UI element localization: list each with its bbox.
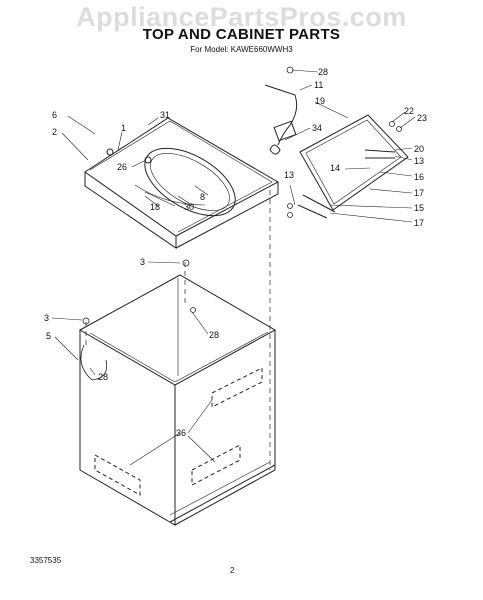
- hardware: [82, 66, 402, 325]
- callout-5: 5: [46, 331, 51, 341]
- callout-26: 26: [117, 162, 127, 172]
- callout-3-left: 3: [44, 313, 49, 323]
- callout-18: 18: [150, 202, 160, 212]
- document-code: 3357535: [30, 556, 62, 565]
- callout-13-left: 13: [284, 170, 294, 180]
- callout-13-right: 13: [414, 156, 424, 166]
- callout-1: 1: [121, 123, 126, 133]
- alignment-lines: [85, 190, 271, 470]
- callout-30: 30: [184, 202, 194, 212]
- callout-labels: 28 11 19 22 23 6 31 1 34 2 20 13 26 14 1…: [44, 67, 427, 438]
- callout-31: 31: [160, 110, 170, 120]
- callout-15: 15: [414, 203, 424, 213]
- callout-34: 34: [312, 123, 322, 133]
- callout-28-middle: 28: [209, 330, 219, 340]
- callout-19: 19: [315, 96, 325, 106]
- cabinet-top-panel: [84, 117, 280, 249]
- callout-3-top: 3: [140, 257, 145, 267]
- cabinet-box: [78, 274, 277, 526]
- callout-11: 11: [314, 80, 323, 90]
- callout-22: 22: [404, 106, 414, 116]
- callout-20: 20: [414, 144, 424, 154]
- lid-switch-harness: [264, 84, 298, 155]
- diagram-title: TOP AND CABINET PARTS: [142, 26, 341, 43]
- callout-28-lower: 28: [98, 372, 108, 382]
- callout-36: 36: [176, 428, 186, 438]
- callout-23: 23: [417, 113, 427, 123]
- cabinet-clip: [80, 344, 108, 381]
- callout-14: 14: [330, 163, 340, 173]
- page-number: 2: [230, 566, 235, 575]
- callout-8: 8: [200, 192, 205, 202]
- lid: [297, 114, 409, 219]
- leader-lines: [51, 69, 416, 466]
- callout-17-lower: 17: [414, 218, 424, 228]
- callout-2: 2: [52, 127, 57, 137]
- watermark: AppliancePartsPros.com: [76, 2, 407, 32]
- callout-28-top: 28: [318, 67, 328, 77]
- callout-16: 16: [414, 172, 424, 182]
- model-subtitle: For Model: KAWE660WWH3: [190, 45, 293, 54]
- callout-17-upper: 17: [414, 188, 424, 198]
- callout-6: 6: [52, 110, 57, 120]
